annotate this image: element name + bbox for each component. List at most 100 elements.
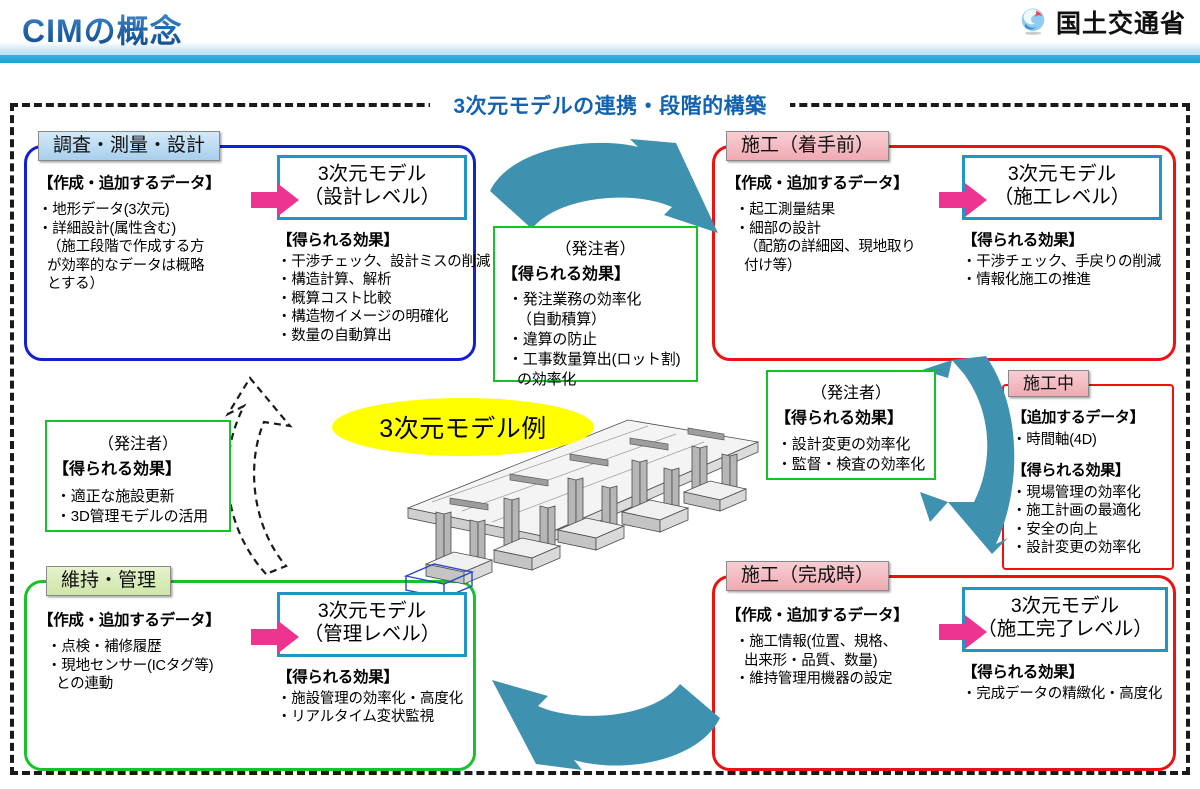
phase-pre-construction-tab[interactable]: 施工（着手前）	[726, 131, 890, 161]
survey-effect-item: ・数量の自動算出	[277, 327, 392, 344]
phase-pre-construction-body	[712, 145, 1176, 361]
maintenance-effect-header: 【得られる効果】	[277, 668, 399, 686]
survey-effect-item: ・概算コスト比較	[277, 290, 392, 307]
survey-model-column: 3次元モデル （設計レベル） 【得られる効果】 ・干渉チェック、設計ミスの削減 …	[277, 155, 491, 346]
phase-during-construction-body	[1002, 384, 1174, 570]
flow-arrow-design-to-construction	[490, 139, 718, 233]
survey-data-column: 【作成・追加するデータ】 ・地形データ(3次元) ・詳細設計(属性含む) （施工…	[38, 171, 260, 294]
owner-maintenance-items: ・適正な施設更新 ・3D管理モデルの活用	[56, 487, 229, 527]
completion-model-line2: （施工完了レベル）	[977, 618, 1153, 641]
ministry-name: 国土交通省	[1055, 9, 1186, 38]
owner-maintenance-subject: （発注者）	[97, 436, 178, 453]
survey-data-item: （施工段階で作成する方	[47, 239, 205, 256]
during-construction-effect-item: ・設計変更の効率化	[1012, 540, 1141, 557]
survey-data-item: ・詳細設計(属性含む)	[38, 220, 176, 237]
owner-construction-subject: （発注者）	[810, 385, 891, 402]
ministry-logo: 国土交通省	[1018, 4, 1186, 40]
center-example-label: 3次元モデル例	[332, 398, 594, 456]
maintenance-model-line2: （管理レベル）	[303, 623, 441, 646]
mlit-swirl-logo-icon	[1021, 8, 1045, 35]
survey-model-line1: 3次元モデル	[317, 163, 427, 185]
completion-effect-items: ・完成データの精緻化・高度化	[962, 685, 1168, 704]
survey-data-header: 【作成・追加するデータ】	[38, 175, 221, 192]
during-construction-data-item: ・時間軸(4D)	[1012, 432, 1097, 448]
during-construction-effect-item: ・安全の向上	[1012, 521, 1098, 538]
owner-construction-header: 【得られる効果】	[775, 410, 904, 427]
phase-maintenance: 維持・管理 【作成・追加するデータ】 ・点検・補修履歴 ・現地センサー(ICタグ…	[24, 566, 476, 771]
survey-data-item: とする）	[47, 276, 104, 293]
phase-completion-tab[interactable]: 施工（完成時）	[726, 561, 890, 591]
completion-data-item: ・施工情報(位置、規格、	[735, 634, 897, 650]
survey-data-items: ・地形データ(3次元) ・詳細設計(属性含む) （施工段階で作成する方 が効率的…	[38, 201, 260, 294]
maintenance-effect-items: ・施設管理の効率化・高度化 ・リアルタイム変状監視	[277, 690, 467, 727]
phase-during-construction: 施工中 【追加するデータ】 ・時間軸(4D) 【得られる効果】 ・現場管理の効率…	[1002, 370, 1174, 570]
during-construction-data-items: ・時間軸(4D)	[1012, 431, 1170, 450]
survey-model-title: 3次元モデル （設計レベル）	[277, 155, 467, 220]
during-construction-data-header: 【追加するデータ】	[1012, 409, 1145, 426]
owner-design-header: 【得られる効果】	[502, 266, 631, 283]
page-header: CIMの概念 国土交通省	[0, 0, 1200, 70]
page-title: CIMの概念	[22, 6, 183, 52]
owner-callout-construction: （発注者） 【得られる効果】 ・設計変更の効率化 ・監督・検査の効率化	[766, 370, 936, 480]
during-construction-effect-items: ・現場管理の効率化 ・施工計画の最適化 ・安全の向上 ・設計変更の効率化	[1012, 484, 1170, 558]
pre-construction-to-model-arrow-icon	[939, 183, 987, 217]
pre-construction-model-line1: 3次元モデル	[1007, 163, 1117, 185]
maintenance-data-items: ・点検・補修履歴 ・現地センサー(ICタグ等) との連動	[38, 638, 268, 694]
owner-design-item: の効率化	[517, 371, 577, 389]
completion-data-item: 出来形・品質、数量)	[744, 652, 878, 669]
survey-model-line2: （設計レベル）	[303, 186, 441, 209]
phase-completion: 施工（完成時） 【作成・追加するデータ】 ・施工情報(位置、規格、 出来形・品質…	[712, 561, 1176, 771]
flow-arrow-maintenance-feedback-dashed	[225, 376, 293, 576]
owner-construction-item: ・設計変更の効率化	[777, 436, 911, 453]
pre-construction-data-item: （配筋の詳細図、現地取り	[744, 239, 916, 256]
maintenance-model-title: 3次元モデル （管理レベル）	[277, 592, 467, 657]
maintenance-data-column: 【作成・追加するデータ】 ・点検・補修履歴 ・現地センサー(ICタグ等) との連…	[38, 608, 268, 694]
phase-survey-design: 調査・測量・設計 【作成・追加するデータ】 ・地形データ(3次元) ・詳細設計(…	[24, 131, 491, 361]
during-construction-effect-item: ・施工計画の最適化	[1012, 503, 1141, 520]
pre-construction-data-column: 【作成・追加するデータ】 ・起工測量結果 ・細部の設計 （配筋の詳細図、現地取り…	[726, 171, 948, 275]
completion-data-header: 【作成・追加するデータ】	[726, 607, 909, 624]
maintenance-data-item: との連動	[56, 676, 114, 693]
survey-effect-item: ・干渉チェック、設計ミスの削減	[277, 253, 491, 270]
owner-construction-item: ・監督・検査の効率化	[777, 456, 926, 474]
pre-construction-data-items: ・起工測量結果 ・細部の設計 （配筋の詳細図、現地取り 付け等）	[726, 201, 948, 275]
pre-construction-data-item: 付け等）	[744, 257, 802, 274]
pre-construction-model-title: 3次元モデル （施工レベル）	[962, 155, 1162, 220]
header-soft-rule	[0, 42, 1200, 55]
phase-maintenance-tab[interactable]: 維持・管理	[46, 566, 172, 596]
pre-construction-data-header: 【作成・追加するデータ】	[726, 175, 909, 192]
center-example-text: 3次元モデル例	[379, 415, 547, 443]
pre-construction-data-item: ・細部の設計	[735, 220, 821, 237]
flow-arrow-construction-stages	[920, 356, 1015, 554]
owner-design-item: ・違算の防止	[508, 331, 597, 349]
survey-to-model-arrow-icon	[251, 183, 299, 217]
pre-construction-data-item: ・起工測量結果	[735, 202, 836, 218]
maintenance-effect-item: ・施設管理の効率化・高度化	[277, 690, 463, 707]
owner-callout-maintenance: （発注者） 【得られる効果】 ・適正な施設更新 ・3D管理モデルの活用	[45, 420, 231, 532]
owner-design-item: ・工事数量算出(ロット割)	[508, 351, 681, 369]
header-accent-rule	[0, 55, 1200, 63]
maintenance-effect-item: ・リアルタイム変状監視	[277, 709, 434, 726]
maintenance-model-line1: 3次元モデル	[317, 600, 427, 622]
completion-to-model-arrow-icon	[939, 615, 987, 649]
survey-data-item: が効率的なデータは概略	[47, 257, 205, 274]
completion-effect-item: ・完成データの精緻化・高度化	[962, 685, 1163, 702]
completion-data-item: ・維持管理用機器の設定	[735, 671, 893, 688]
owner-design-item: （自動積算）	[517, 311, 606, 329]
phase-survey-design-tab[interactable]: 調査・測量・設計	[38, 131, 221, 161]
pre-construction-effect-items: ・干渉チェック、手戻りの削減 ・情報化施工の推進	[962, 253, 1162, 290]
viaduct-3d-model-image	[403, 419, 760, 592]
maintenance-data-header: 【作成・追加するデータ】	[38, 612, 221, 629]
completion-effect-header: 【得られる効果】	[962, 663, 1084, 681]
owner-maintenance-item: ・適正な施設更新	[56, 488, 175, 505]
during-construction-content: 【追加するデータ】 ・時間軸(4D) 【得られる効果】 ・現場管理の効率化 ・施…	[1012, 406, 1170, 558]
completion-model-line1: 3次元モデル	[1010, 595, 1120, 617]
during-construction-effect-header: 【得られる効果】	[1012, 461, 1130, 479]
phase-during-construction-tab[interactable]: 施工中	[1008, 370, 1089, 397]
diagram-frame-label: 3次元モデルの連携・段階的構築	[430, 90, 790, 118]
owner-design-item: ・発注業務の効率化	[508, 291, 642, 308]
survey-effect-item: ・構造物イメージの明確化	[277, 309, 449, 326]
survey-effect-items: ・干渉チェック、設計ミスの削減 ・構造計算、解析 ・概算コスト比較 ・構造物イメ…	[277, 253, 491, 346]
during-construction-effect-item: ・現場管理の効率化	[1012, 484, 1141, 501]
pre-construction-effect-header: 【得られる効果】	[962, 231, 1084, 249]
